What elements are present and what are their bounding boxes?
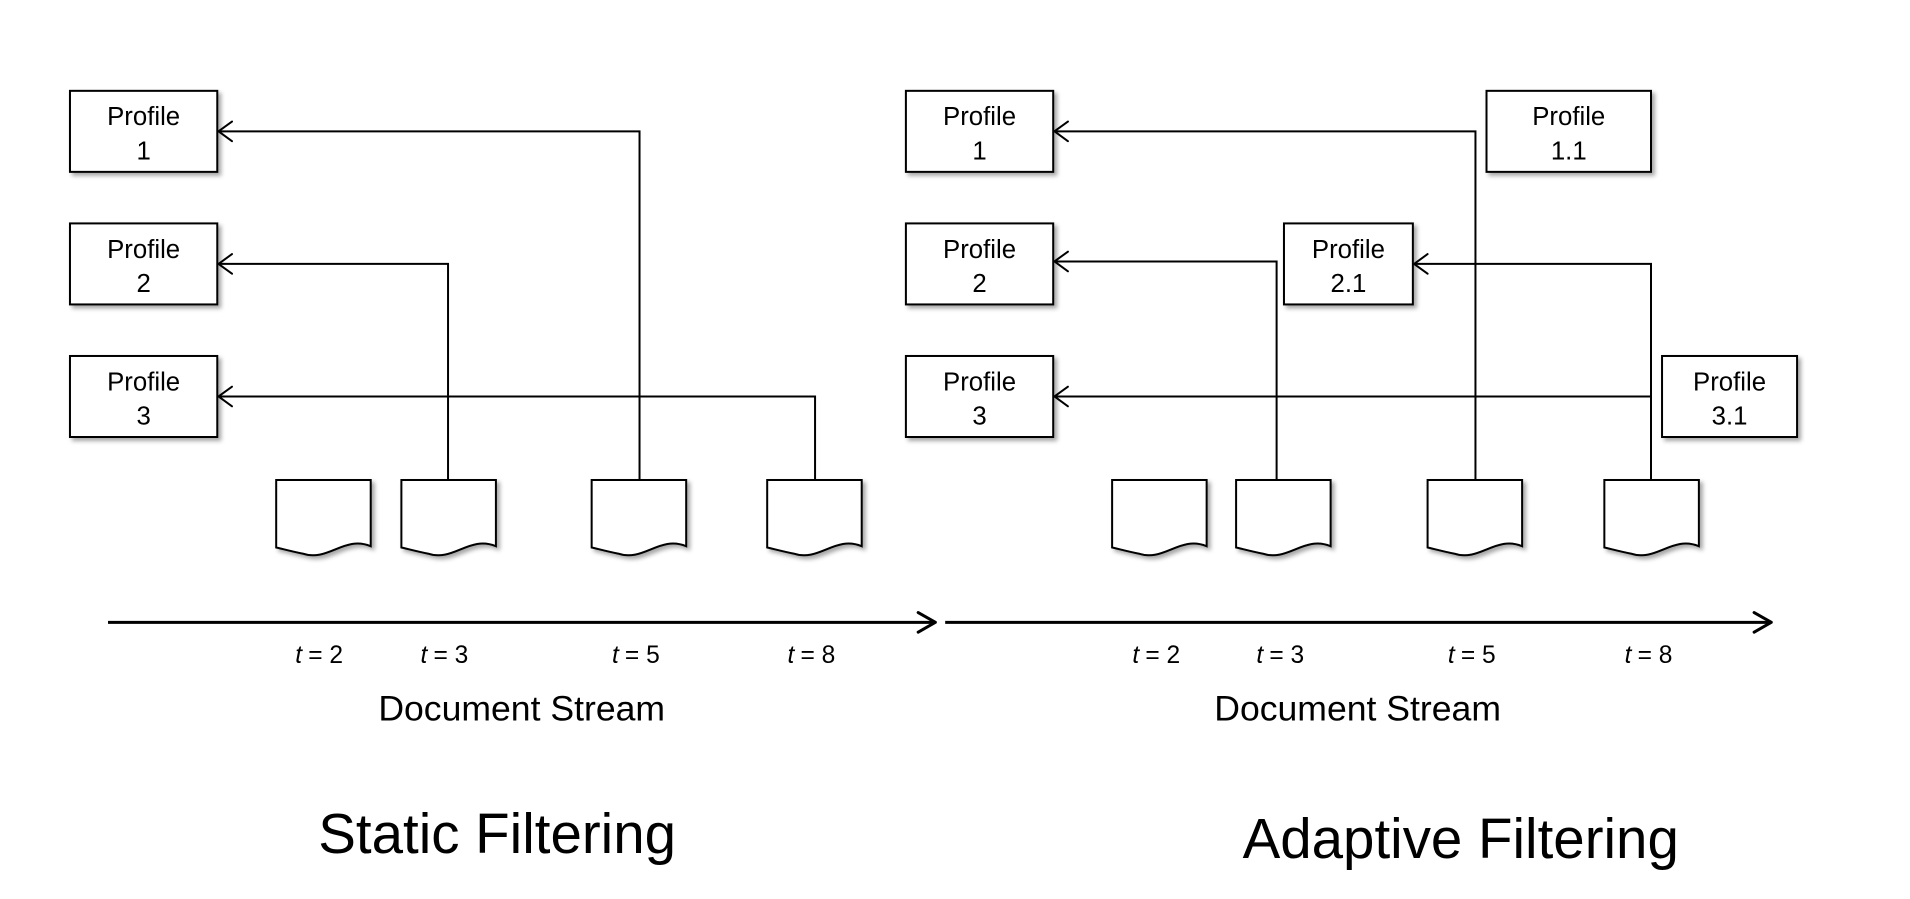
time-variable: t bbox=[612, 642, 620, 669]
time-variable: t bbox=[787, 642, 795, 669]
time-label-d5: t= 5 bbox=[1448, 642, 1496, 669]
profile-label: Profile bbox=[1532, 103, 1605, 131]
profile-box-p11: Profile 1.1 bbox=[1485, 89, 1653, 173]
time-label-d2: t= 2 bbox=[1132, 642, 1180, 669]
document-icon-d5 bbox=[1426, 478, 1524, 557]
time-variable: t bbox=[420, 642, 428, 669]
profile-box-frame bbox=[68, 354, 219, 439]
time-label-d3: t= 3 bbox=[420, 642, 468, 669]
axis-arrowhead bbox=[916, 611, 937, 634]
arrowhead-p3 bbox=[217, 385, 233, 408]
time-value: = 3 bbox=[433, 642, 468, 669]
time-value: = 8 bbox=[800, 642, 835, 669]
time-value: = 8 bbox=[1638, 642, 1673, 669]
edge-d8-to-p3 bbox=[218, 395, 817, 480]
time-variable: t bbox=[295, 642, 303, 669]
profile-box-frame bbox=[904, 222, 1055, 306]
profile-box-frame bbox=[904, 354, 1055, 439]
arrowhead-p2 bbox=[1053, 250, 1069, 273]
profile-box-p31: Profile 3.1 bbox=[1661, 354, 1799, 439]
profile-number: 2 bbox=[136, 270, 150, 298]
profile-label: Profile bbox=[943, 236, 1016, 264]
arrowhead-p2 bbox=[217, 253, 233, 275]
time-label-d5: t= 5 bbox=[612, 642, 660, 669]
time-label-d2: t= 2 bbox=[295, 642, 343, 669]
document-icon-d2 bbox=[1111, 478, 1208, 557]
panel-title: Static Filtering bbox=[318, 802, 676, 865]
time-label-d8: t= 8 bbox=[1625, 642, 1673, 669]
profile-box-frame bbox=[68, 89, 219, 173]
profile-number: 3.1 bbox=[1712, 403, 1748, 431]
time-variable: t bbox=[1625, 642, 1633, 669]
profile-number: 3 bbox=[972, 403, 986, 431]
profile-label: Profile bbox=[1693, 368, 1766, 396]
edge-d8-to-p21 bbox=[1414, 262, 1652, 480]
edge-d3-to-p2 bbox=[218, 262, 450, 480]
profile-box-p2: Profile 2 bbox=[68, 222, 219, 306]
profile-number: 1 bbox=[972, 138, 986, 166]
time-value: = 2 bbox=[1145, 642, 1180, 669]
time-label-d3: t= 3 bbox=[1256, 642, 1304, 669]
time-variable: t bbox=[1448, 642, 1456, 669]
edge-d3-to-p2 bbox=[1054, 260, 1278, 480]
profile-number: 3 bbox=[136, 403, 150, 431]
document-icon-d5 bbox=[590, 478, 688, 557]
profile-box-p1: Profile 1 bbox=[68, 89, 219, 173]
profile-box-frame bbox=[1282, 222, 1414, 306]
document-icon-d3 bbox=[400, 478, 497, 557]
edge-d8-to-p3 bbox=[1054, 395, 1652, 480]
profile-number: 2 bbox=[972, 270, 986, 298]
edge-d5-to-p1 bbox=[1054, 130, 1477, 480]
profile-box-frame bbox=[1485, 89, 1653, 173]
profile-box-frame bbox=[1661, 354, 1799, 439]
profile-label: Profile bbox=[107, 368, 180, 396]
document-icon-d8 bbox=[1603, 478, 1700, 557]
time-value: = 3 bbox=[1269, 642, 1304, 669]
panel-title: Adaptive Filtering bbox=[1243, 807, 1679, 870]
time-value: = 5 bbox=[625, 642, 660, 669]
profile-number: 2.1 bbox=[1331, 270, 1367, 298]
axis-label: Document Stream bbox=[378, 689, 665, 729]
profile-label: Profile bbox=[1312, 236, 1385, 264]
profile-number: 1 bbox=[136, 138, 150, 166]
edge-d5-to-p1 bbox=[218, 130, 641, 480]
time-value: = 2 bbox=[308, 642, 343, 669]
profile-label: Profile bbox=[107, 236, 180, 264]
profile-label: Profile bbox=[943, 368, 1016, 396]
document-icon-d2 bbox=[275, 478, 372, 557]
arrowhead-p1 bbox=[217, 120, 233, 143]
profile-box-p1: Profile 1 bbox=[904, 89, 1055, 173]
axis-arrowhead bbox=[1752, 611, 1773, 634]
time-value: = 5 bbox=[1461, 642, 1496, 669]
time-variable: t bbox=[1132, 642, 1140, 669]
profile-box-frame bbox=[904, 89, 1055, 173]
profile-label: Profile bbox=[943, 103, 1016, 131]
profile-box-frame bbox=[68, 222, 219, 306]
profile-box-p3: Profile 3 bbox=[68, 354, 219, 439]
arrowhead-p1 bbox=[1053, 120, 1069, 143]
profile-box-p3: Profile 3 bbox=[904, 354, 1055, 439]
document-icon-d8 bbox=[766, 478, 863, 557]
profile-box-p2: Profile 2 bbox=[904, 222, 1055, 306]
time-variable: t bbox=[1256, 642, 1264, 669]
arrowhead-p21 bbox=[1413, 253, 1429, 275]
arrowhead-p3 bbox=[1053, 385, 1069, 408]
profile-box-p21: Profile 2.1 bbox=[1282, 222, 1414, 306]
profile-number: 1.1 bbox=[1551, 138, 1587, 166]
document-icon-d3 bbox=[1235, 478, 1332, 557]
axis-label: Document Stream bbox=[1214, 689, 1501, 729]
time-label-d8: t= 8 bbox=[787, 642, 835, 669]
profile-label: Profile bbox=[107, 103, 180, 131]
adaptive-filtering-panel: Profile1Profile2Profile3Profile1.1Profil… bbox=[904, 89, 1799, 870]
